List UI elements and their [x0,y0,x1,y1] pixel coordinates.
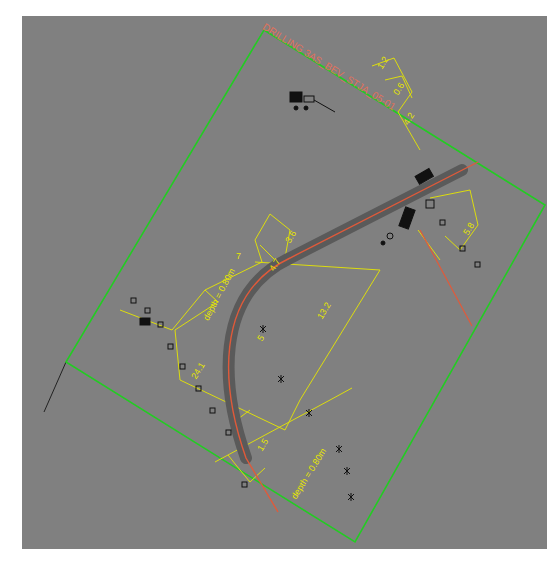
site-outline [66,30,545,542]
tree-symbols [260,325,354,501]
ground [22,16,547,549]
dimension-label: 7 [236,252,241,261]
equipment-icons [140,92,434,325]
boundary-line [44,362,66,412]
red-line [420,230,472,326]
drill-centerline [229,162,478,512]
markers [131,220,480,487]
drill-corridor [229,170,462,458]
dimension-lines [120,58,478,482]
